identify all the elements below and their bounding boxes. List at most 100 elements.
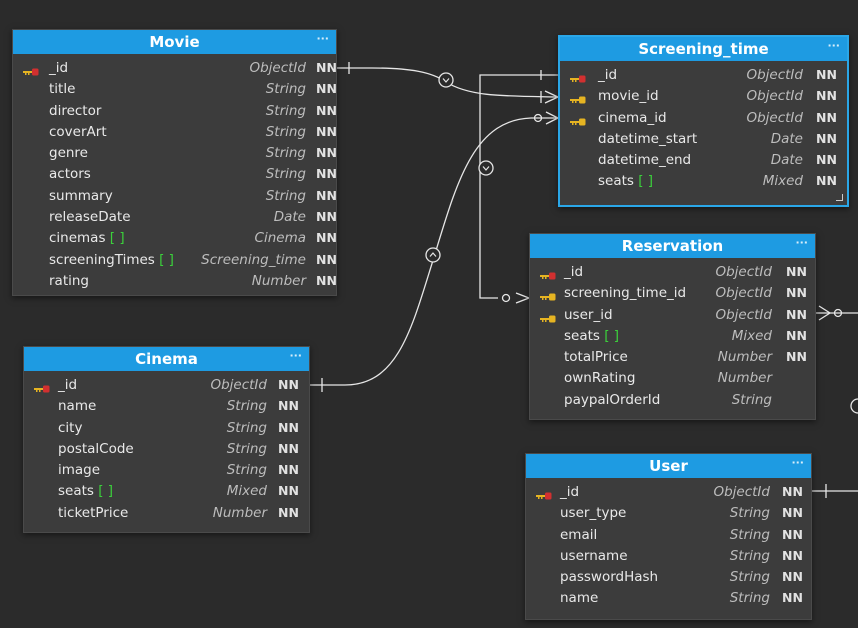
column-name: actors bbox=[49, 166, 91, 183]
column-name: genre bbox=[49, 145, 88, 162]
line-movie-badge-arrow bbox=[442, 78, 450, 83]
column-name: seats [ ] bbox=[564, 327, 620, 344]
column-name: screening_time_id bbox=[564, 285, 687, 302]
not-null-flag: NN bbox=[782, 505, 803, 521]
column-row[interactable]: genre String NN bbox=[13, 143, 337, 164]
entity-header[interactable]: Cinema ··· bbox=[24, 347, 309, 371]
entity-title: Cinema bbox=[135, 350, 198, 368]
not-null-flag: NN bbox=[786, 264, 807, 279]
column-name: title bbox=[49, 81, 76, 98]
not-null-flag: NN bbox=[278, 398, 299, 414]
column-type: String bbox=[226, 419, 267, 436]
column-row[interactable]: ticketPrice Number NN bbox=[24, 503, 309, 524]
column-type: Screening_time bbox=[201, 251, 306, 268]
array-marker: [ ] bbox=[154, 251, 174, 268]
column-name: totalPrice bbox=[564, 349, 628, 366]
line-cinema-screening bbox=[310, 117, 558, 386]
entity-header[interactable]: Movie··· bbox=[13, 30, 336, 54]
entity-header[interactable]: User··· bbox=[526, 454, 811, 478]
entity-menu-icon[interactable]: ··· bbox=[316, 32, 329, 45]
resize-handle[interactable] bbox=[836, 194, 843, 201]
column-type: String bbox=[265, 145, 306, 162]
line-cinema-badge bbox=[425, 247, 441, 263]
column-type: ObjectId bbox=[210, 377, 267, 393]
entity-title: Screening_time bbox=[638, 40, 769, 58]
column-type: ObjectId bbox=[746, 67, 803, 83]
line-reservation-user-crowsfoot bbox=[818, 305, 832, 321]
column-type: Cinema bbox=[254, 230, 306, 247]
entity-header[interactable]: Reservation··· bbox=[530, 234, 815, 258]
not-null-flag: NN bbox=[782, 590, 803, 606]
column-name: passwordHash bbox=[560, 569, 659, 586]
column-name: _id bbox=[58, 377, 78, 393]
column-type: ObjectId bbox=[715, 306, 772, 323]
entity-menu-icon[interactable]: ··· bbox=[791, 456, 804, 469]
column-type: Number bbox=[212, 504, 267, 521]
array-marker: [ ] bbox=[599, 327, 620, 344]
array-marker: [ ] bbox=[105, 230, 125, 247]
not-null-flag: NN bbox=[316, 145, 337, 161]
not-null-flag: NN bbox=[278, 440, 299, 456]
not-null-flag: NN bbox=[786, 327, 807, 343]
column-type: String bbox=[265, 123, 306, 140]
entity-menu-icon[interactable]: ··· bbox=[289, 349, 302, 362]
entity-menu-icon[interactable]: ··· bbox=[827, 39, 840, 52]
column-name: email bbox=[560, 526, 598, 543]
column-name: ticketPrice bbox=[58, 504, 129, 521]
entity-menu-icon[interactable]: ··· bbox=[795, 236, 808, 249]
entity-header[interactable]: Screening_time ··· bbox=[560, 37, 847, 61]
not-null-flag: NN bbox=[278, 504, 299, 520]
line-screening-badge bbox=[478, 160, 494, 176]
not-null-flag: NN bbox=[816, 109, 837, 125]
column-name: _id bbox=[564, 264, 584, 280]
column-type: String bbox=[265, 166, 306, 183]
column-name: coverArt bbox=[49, 123, 107, 140]
line-reservation-user-circle bbox=[833, 308, 843, 318]
column-type: String bbox=[226, 462, 267, 479]
column-name: _id bbox=[49, 60, 69, 76]
primary-key-icon bbox=[570, 71, 586, 83]
column-type: String bbox=[729, 526, 770, 543]
not-null-flag: NN bbox=[316, 230, 337, 246]
